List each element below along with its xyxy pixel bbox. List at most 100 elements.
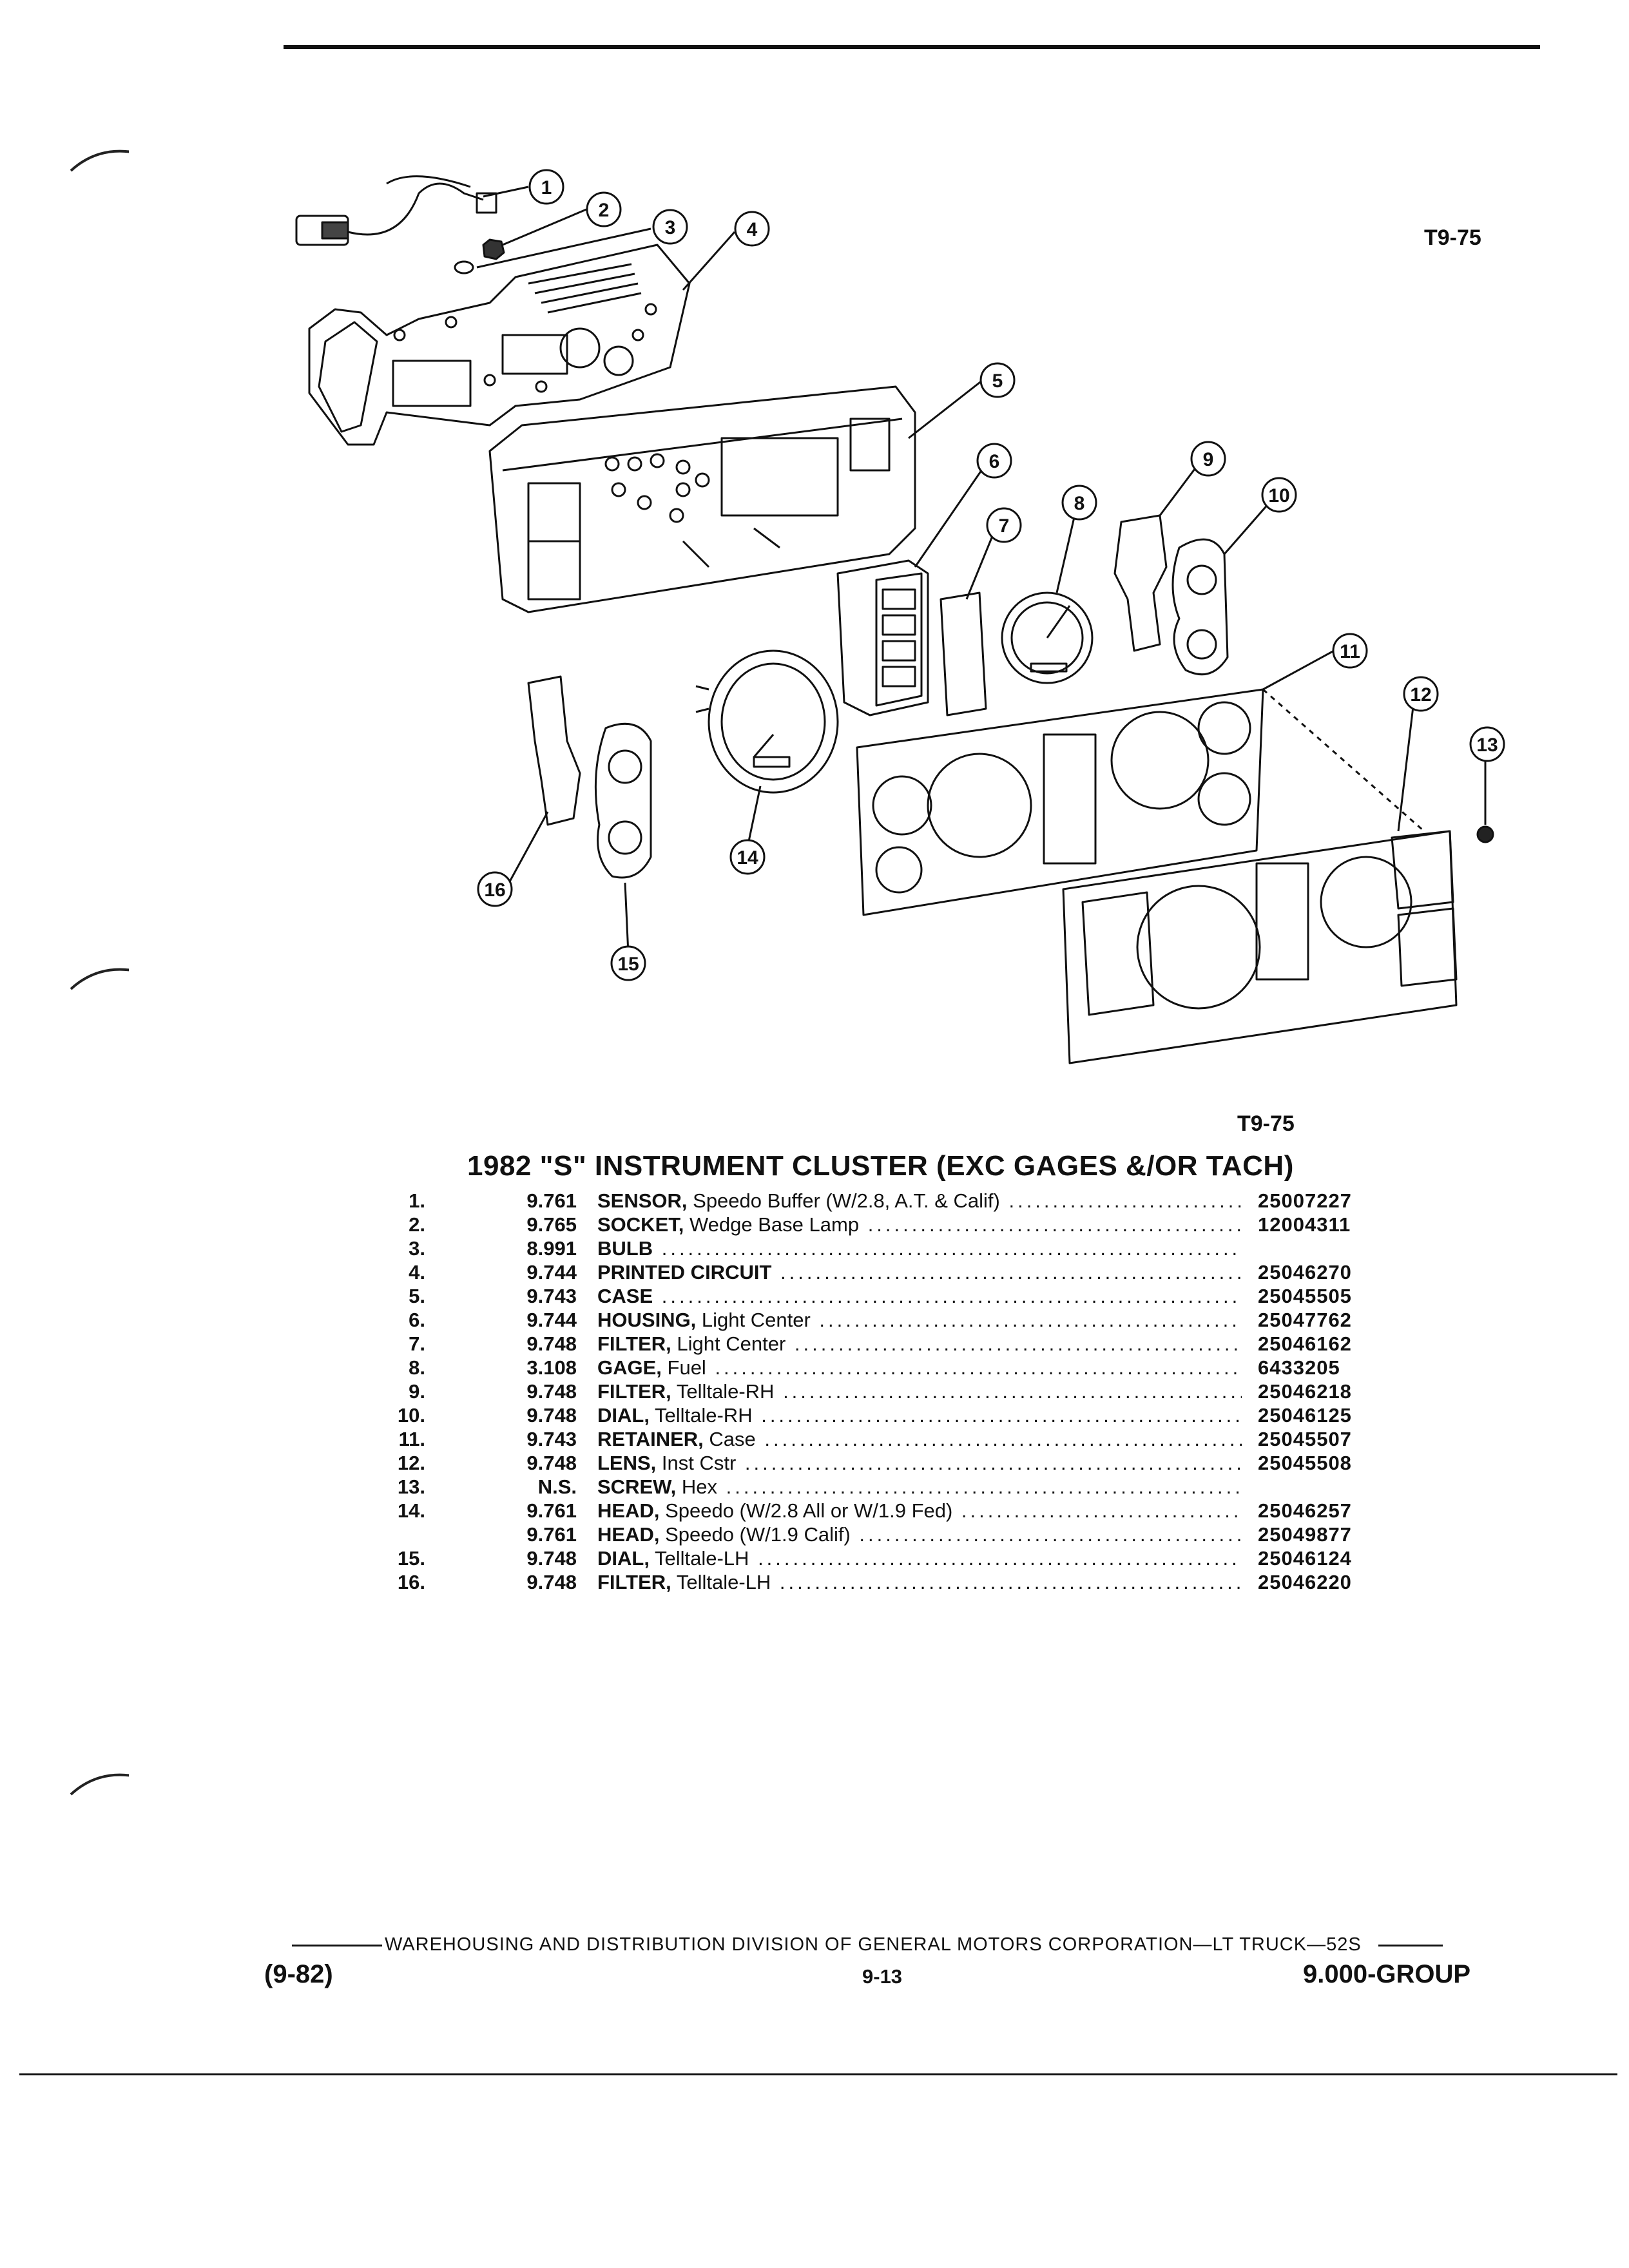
part-detail: Telltale-LH: [649, 1547, 749, 1570]
part-number: 25046125: [1258, 1404, 1352, 1427]
item-number: 9.: [409, 1380, 425, 1403]
item-number: 8.: [409, 1356, 425, 1379]
part-number: 25007227: [1258, 1189, 1352, 1212]
callout-13: 13: [1469, 726, 1505, 762]
hex-screw: [1476, 825, 1494, 843]
item-number: 12.: [397, 1452, 425, 1474]
callout-12: 12: [1403, 676, 1439, 712]
part-detail: Speedo (W/2.8 All or W/1.9 Fed): [659, 1499, 953, 1522]
callout-10: 10: [1261, 477, 1297, 513]
part-detail: Case: [703, 1428, 756, 1450]
group-number: 9.748: [526, 1404, 577, 1427]
svg-text:16: 16: [484, 879, 505, 901]
page-number: 9-13: [862, 1965, 903, 1988]
callouts: 1 2 3 4 5 6 7 8 9 10 11 12 13 14 15 16: [477, 169, 1505, 981]
part-number: 25045508: [1258, 1452, 1352, 1474]
item-number: 1.: [409, 1189, 425, 1212]
case-retainer: [856, 688, 1264, 916]
callout-16: 16: [477, 871, 513, 907]
item-number: 4.: [409, 1261, 425, 1283]
part-name: HOUSING,: [597, 1309, 697, 1331]
callout-1: 1: [528, 169, 564, 205]
group-number: 9.743: [526, 1428, 577, 1450]
speedo-buffer-sensor: [295, 175, 497, 246]
part-number: 25045505: [1258, 1285, 1352, 1307]
group-number: 9.748: [526, 1452, 577, 1474]
group-number: 8.991: [526, 1237, 577, 1260]
footer-division: WAREHOUSING AND DISTRIBUTION DIVISION OF…: [292, 1934, 1497, 1956]
part-description: SOCKET, Wedge Base Lamp ................…: [597, 1213, 1242, 1236]
svg-text:8: 8: [1074, 493, 1085, 514]
cluster-lens: [1062, 830, 1458, 1064]
svg-text:4: 4: [747, 219, 758, 240]
part-name: HEAD,: [597, 1523, 660, 1546]
part-detail: Telltale-RH: [649, 1404, 753, 1427]
svg-text:5: 5: [992, 370, 1003, 392]
figure-code-bottom: T9-75: [1237, 1111, 1295, 1136]
svg-text:14: 14: [737, 847, 758, 869]
group-number: 9.748: [526, 1547, 577, 1570]
group-number: 9.744: [526, 1309, 577, 1331]
part-description: FILTER, Light Center ...................…: [597, 1332, 1242, 1355]
light-center-filter: [940, 591, 987, 716]
part-detail: Wedge Base Lamp: [684, 1213, 860, 1236]
part-description: SCREW, Hex .............................…: [597, 1475, 1242, 1498]
part-name: SCREW,: [597, 1475, 677, 1498]
footer-group: 9.000-GROUP: [1303, 1960, 1471, 1988]
light-center-housing: [836, 559, 929, 716]
part-description: LENS, Inst Cstr ........................…: [597, 1452, 1242, 1474]
part-name: RETAINER,: [597, 1428, 704, 1450]
part-name: BULB: [597, 1237, 653, 1260]
svg-text:6: 6: [989, 451, 1000, 472]
lamp-socket: [454, 238, 505, 274]
part-name: HEAD,: [597, 1499, 660, 1522]
callout-5: 5: [979, 362, 1016, 398]
lh-telltale-filter: [527, 675, 581, 826]
svg-text:15: 15: [617, 954, 639, 975]
item-number: 7.: [409, 1332, 425, 1355]
part-name: SOCKET,: [597, 1213, 684, 1236]
callout-7: 7: [986, 507, 1022, 543]
parts-list-title: 1982 "S" INSTRUMENT CLUSTER (EXC GAGES &…: [467, 1150, 1294, 1182]
part-number: 25049877: [1258, 1523, 1352, 1546]
group-number: 3.108: [526, 1356, 577, 1379]
part-description: HEAD, Speedo (W/2.8 All or W/1.9 Fed) ..…: [597, 1499, 1242, 1522]
svg-text:2: 2: [599, 200, 610, 221]
part-name: CASE: [597, 1285, 653, 1307]
group-number: 9.765: [526, 1213, 577, 1236]
item-number: 14.: [397, 1499, 425, 1522]
part-number: 25046162: [1258, 1332, 1352, 1355]
part-description: SENSOR, Speedo Buffer (W/2.8, A.T. & Cal…: [597, 1189, 1242, 1212]
printed-circuit: [308, 244, 691, 446]
rh-telltale-filter: [1113, 514, 1168, 652]
svg-text:1: 1: [541, 177, 552, 198]
part-description: GAGE, Fuel .............................…: [597, 1356, 1242, 1379]
svg-text:7: 7: [999, 515, 1010, 537]
item-number: 5.: [409, 1285, 425, 1307]
item-number: 10.: [397, 1404, 425, 1427]
part-detail: Light Center: [696, 1309, 811, 1331]
parts-row: 15. 9.748 DIAL, Telltale-LH ..............…: [361, 1547, 1392, 1571]
svg-text:11: 11: [1340, 641, 1360, 662]
item-number: 11.: [398, 1428, 425, 1450]
item-number: 15.: [397, 1547, 425, 1570]
svg-text:10: 10: [1268, 485, 1289, 506]
part-name: DIAL,: [597, 1547, 650, 1570]
callout-11: 11: [1332, 633, 1368, 669]
callout-15: 15: [610, 945, 646, 981]
part-name: SENSOR,: [597, 1189, 688, 1212]
part-description: HEAD, Speedo (W/1.9 Calif) .............…: [597, 1523, 1242, 1546]
part-description: FILTER, Telltale-RH ....................…: [597, 1380, 1242, 1403]
part-detail: Fuel: [661, 1356, 706, 1379]
part-description: DIAL, Telltale-LH ......................…: [597, 1547, 1242, 1570]
item-number: 6.: [409, 1309, 425, 1331]
part-name: DIAL,: [597, 1404, 650, 1427]
callout-6: 6: [976, 443, 1012, 479]
